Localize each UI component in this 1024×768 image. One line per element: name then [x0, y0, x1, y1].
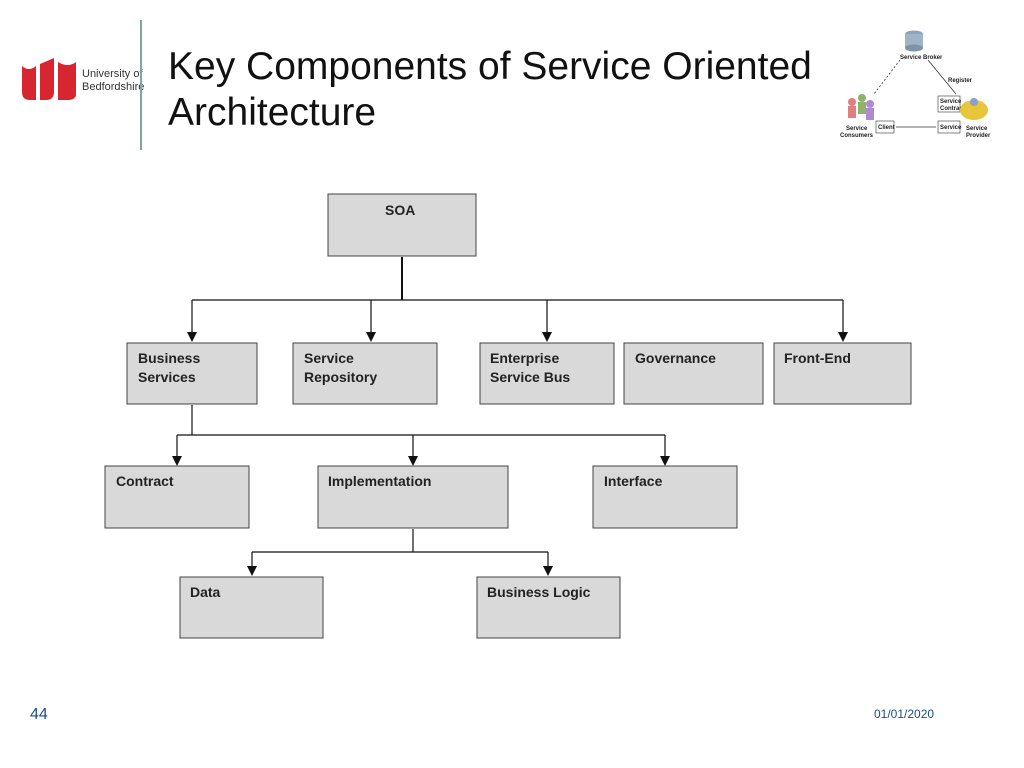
soa-thumbnail: Service Broker Register Service Contract…: [840, 30, 991, 139]
page-number: 44: [30, 706, 48, 723]
node-governance: Governance: [623, 342, 764, 405]
slide-date: 01/01/2020: [874, 707, 935, 721]
node-interface-label: Interface: [604, 473, 663, 489]
node-soa: SOA: [327, 193, 477, 257]
thumb-contract-line-1: Service: [940, 99, 962, 105]
provider-icon: [960, 98, 988, 120]
thumb-consumers-line-1: Service: [846, 126, 868, 132]
thumb-contract-line-2: Contract: [940, 106, 965, 112]
thumb-service-label: Service: [940, 125, 962, 131]
consumers-icon: [848, 94, 874, 120]
thumb-service-box: [937, 120, 961, 134]
node-enterprise-service-bus-line-2: Service Bus: [490, 369, 570, 385]
node-interface: Interface: [592, 465, 738, 529]
title-line-1: Key Components of Service Oriented: [168, 45, 812, 88]
node-business-services: Business Services: [126, 342, 258, 405]
logo-line-1: University of: [82, 68, 143, 80]
slide-title: Key Components of Service Oriented Archi…: [168, 44, 928, 136]
connectors: [172, 257, 848, 576]
node-service-repository: Service Repository: [292, 342, 438, 405]
thumb-provider-line-1: Service: [966, 126, 988, 132]
thumb-client-label: Client: [878, 125, 895, 131]
thumb-client-box: [875, 120, 895, 134]
node-enterprise-service-bus: Enterprise Service Bus: [479, 342, 615, 405]
node-business-services-line-2: Services: [138, 369, 196, 385]
node-front-end-label: Front-End: [784, 350, 851, 366]
thumb-contract-box: [937, 95, 961, 113]
node-service-repository-line-1: Service: [304, 350, 354, 366]
node-enterprise-service-bus-line-1: Enterprise: [490, 350, 559, 366]
node-implementation: Implementation: [317, 465, 509, 529]
node-contract: Contract: [104, 465, 250, 529]
node-business-services-line-1: Business: [138, 350, 200, 366]
thumb-broker-label: Service Broker: [900, 55, 943, 61]
thumb-consumers-line-2: Consumers: [840, 133, 874, 139]
thumb-register-label: Register: [948, 78, 973, 84]
broker-db-icon: [905, 30, 923, 52]
node-service-repository-line-2: Repository: [304, 369, 377, 385]
node-implementation-label: Implementation: [328, 473, 431, 489]
node-business-logic-label: Business Logic: [487, 584, 591, 600]
thumb-provider-line-2: Provider: [966, 133, 991, 139]
title-line-2: Architecture: [168, 91, 377, 134]
node-front-end: Front-End: [773, 342, 912, 405]
node-governance-label: Governance: [635, 350, 716, 366]
node-data: Data: [179, 576, 324, 639]
node-soa-label: SOA: [385, 202, 415, 218]
university-logo: [22, 58, 76, 100]
node-data-label: Data: [190, 584, 221, 600]
header-divider: [140, 20, 142, 150]
node-contract-label: Contract: [116, 473, 174, 489]
logo-text: University of Bedfordshire: [82, 68, 144, 94]
logo-line-2: Bedfordshire: [82, 81, 145, 93]
node-business-logic: Business Logic: [476, 576, 621, 639]
